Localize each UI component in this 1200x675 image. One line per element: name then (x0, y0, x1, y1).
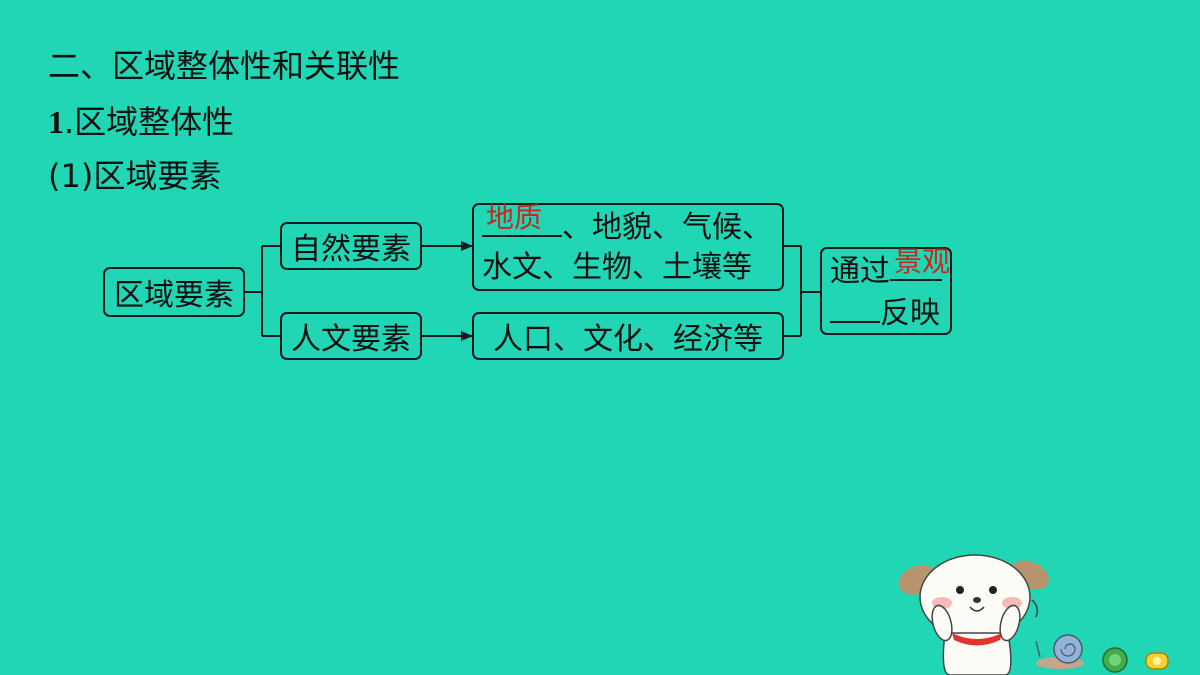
region-elements-label: 区域要素 (114, 278, 234, 313)
natural-detail-box: 地质、地貌、气候、 水文、生物、土壤等 (472, 201, 784, 291)
result-box: 通过景观 反映 (820, 245, 952, 335)
result-prefix: 通过 (830, 254, 890, 289)
snail-shell-spiral (1060, 643, 1076, 657)
human-elements-box: 人文要素 (280, 312, 422, 360)
result-line2-blank (830, 291, 880, 323)
puppy-body (942, 632, 1012, 675)
landscape-answer: 景观 (894, 245, 951, 278)
section-heading: (1)区域要素 (48, 157, 222, 195)
natural-elements-box: 自然要素 (280, 222, 422, 270)
subtitle: 1.区域整体性 (48, 102, 234, 142)
subtitle-text: .区域整体性 (64, 103, 235, 141)
snail-shell (1053, 634, 1083, 664)
puppy-collar (952, 633, 1002, 646)
natural-detail-line2: 水文、生物、土壤等 (482, 250, 752, 285)
puppy-left-arm (931, 604, 953, 642)
puppy-nose (973, 597, 981, 603)
human-elements-label: 人文要素 (291, 322, 411, 357)
snail-antenna (1035, 640, 1041, 658)
human-detail-label: 人口、文化、经济等 (493, 322, 763, 357)
green-ball-highlight (1109, 654, 1121, 666)
yellow-toy-hole (1153, 657, 1161, 665)
geology-blank: 地质 (482, 201, 562, 237)
puppy-mascot-illustration (898, 554, 1169, 675)
motion-mark (1031, 599, 1039, 618)
region-elements-box: 区域要素 (103, 267, 245, 317)
natural-detail-rest: 、地貌、气候、 (562, 210, 772, 245)
result-line1: 通过景观 (830, 245, 950, 291)
landscape-blank: 景观 (890, 245, 950, 281)
natural-detail-line1: 地质、地貌、气候、 (482, 201, 772, 247)
subtitle-number: 1 (48, 104, 64, 140)
natural-elements-label: 自然要素 (291, 232, 411, 267)
puppy-mouth (969, 606, 985, 612)
puppy-right-arm (999, 604, 1021, 642)
geology-answer: 地质 (486, 201, 543, 234)
result-suffix: 反映 (880, 296, 940, 331)
human-detail-box: 人口、文化、经济等 (472, 312, 784, 360)
puppy-right-eye (989, 586, 997, 594)
page-title: 二、区域整体性和关联性 (48, 47, 401, 85)
result-line2: 反映 (830, 291, 940, 333)
puppy-left-eye (956, 586, 964, 594)
